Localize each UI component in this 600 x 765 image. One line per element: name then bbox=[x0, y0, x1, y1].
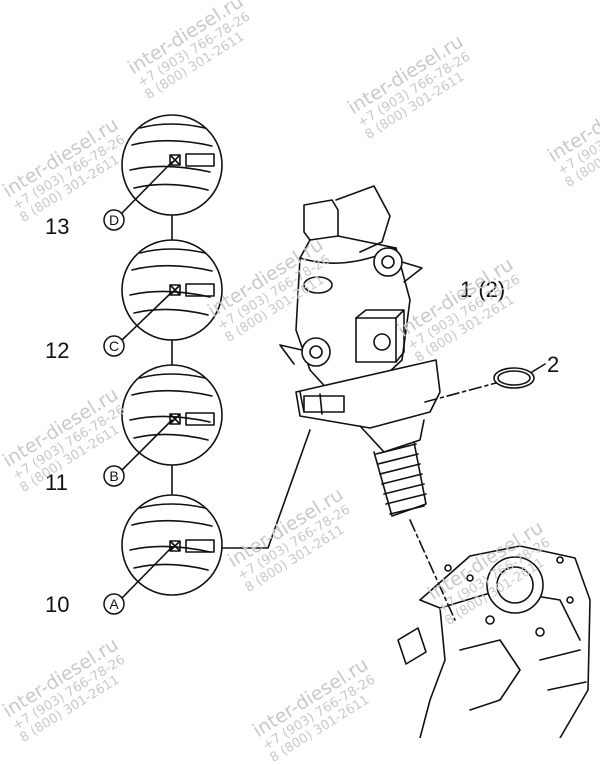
callout-circle-c bbox=[103, 335, 125, 357]
callout-number-10: 10 bbox=[45, 592, 69, 617]
callout-number-11: 11 bbox=[45, 470, 68, 495]
injection-pump bbox=[279, 185, 441, 517]
callout-circle-b bbox=[103, 465, 125, 487]
parts-diagram: D C B A 13 12 11 10 1 (2) 2 bbox=[45, 114, 591, 738]
callout-letter-a: A bbox=[109, 596, 119, 612]
callout-letter-b: B bbox=[109, 468, 118, 484]
callout-circle-a bbox=[103, 593, 125, 615]
part-label-injection-pump: 1 (2) bbox=[460, 277, 505, 302]
detail-view-b bbox=[121, 364, 223, 466]
part-label-o-ring: 2 bbox=[547, 352, 559, 377]
engine-housing bbox=[397, 545, 591, 738]
callout-letter-c: C bbox=[109, 338, 119, 354]
o-ring bbox=[493, 367, 535, 389]
callout-number-13: 13 bbox=[45, 214, 69, 239]
callout-letter-d: D bbox=[109, 212, 119, 228]
detail-view-a bbox=[121, 494, 223, 596]
detail-leader-line bbox=[221, 429, 311, 549]
callout-number-12: 12 bbox=[45, 338, 69, 363]
detail-view-d bbox=[121, 114, 223, 216]
callout-circle-d bbox=[103, 209, 125, 231]
